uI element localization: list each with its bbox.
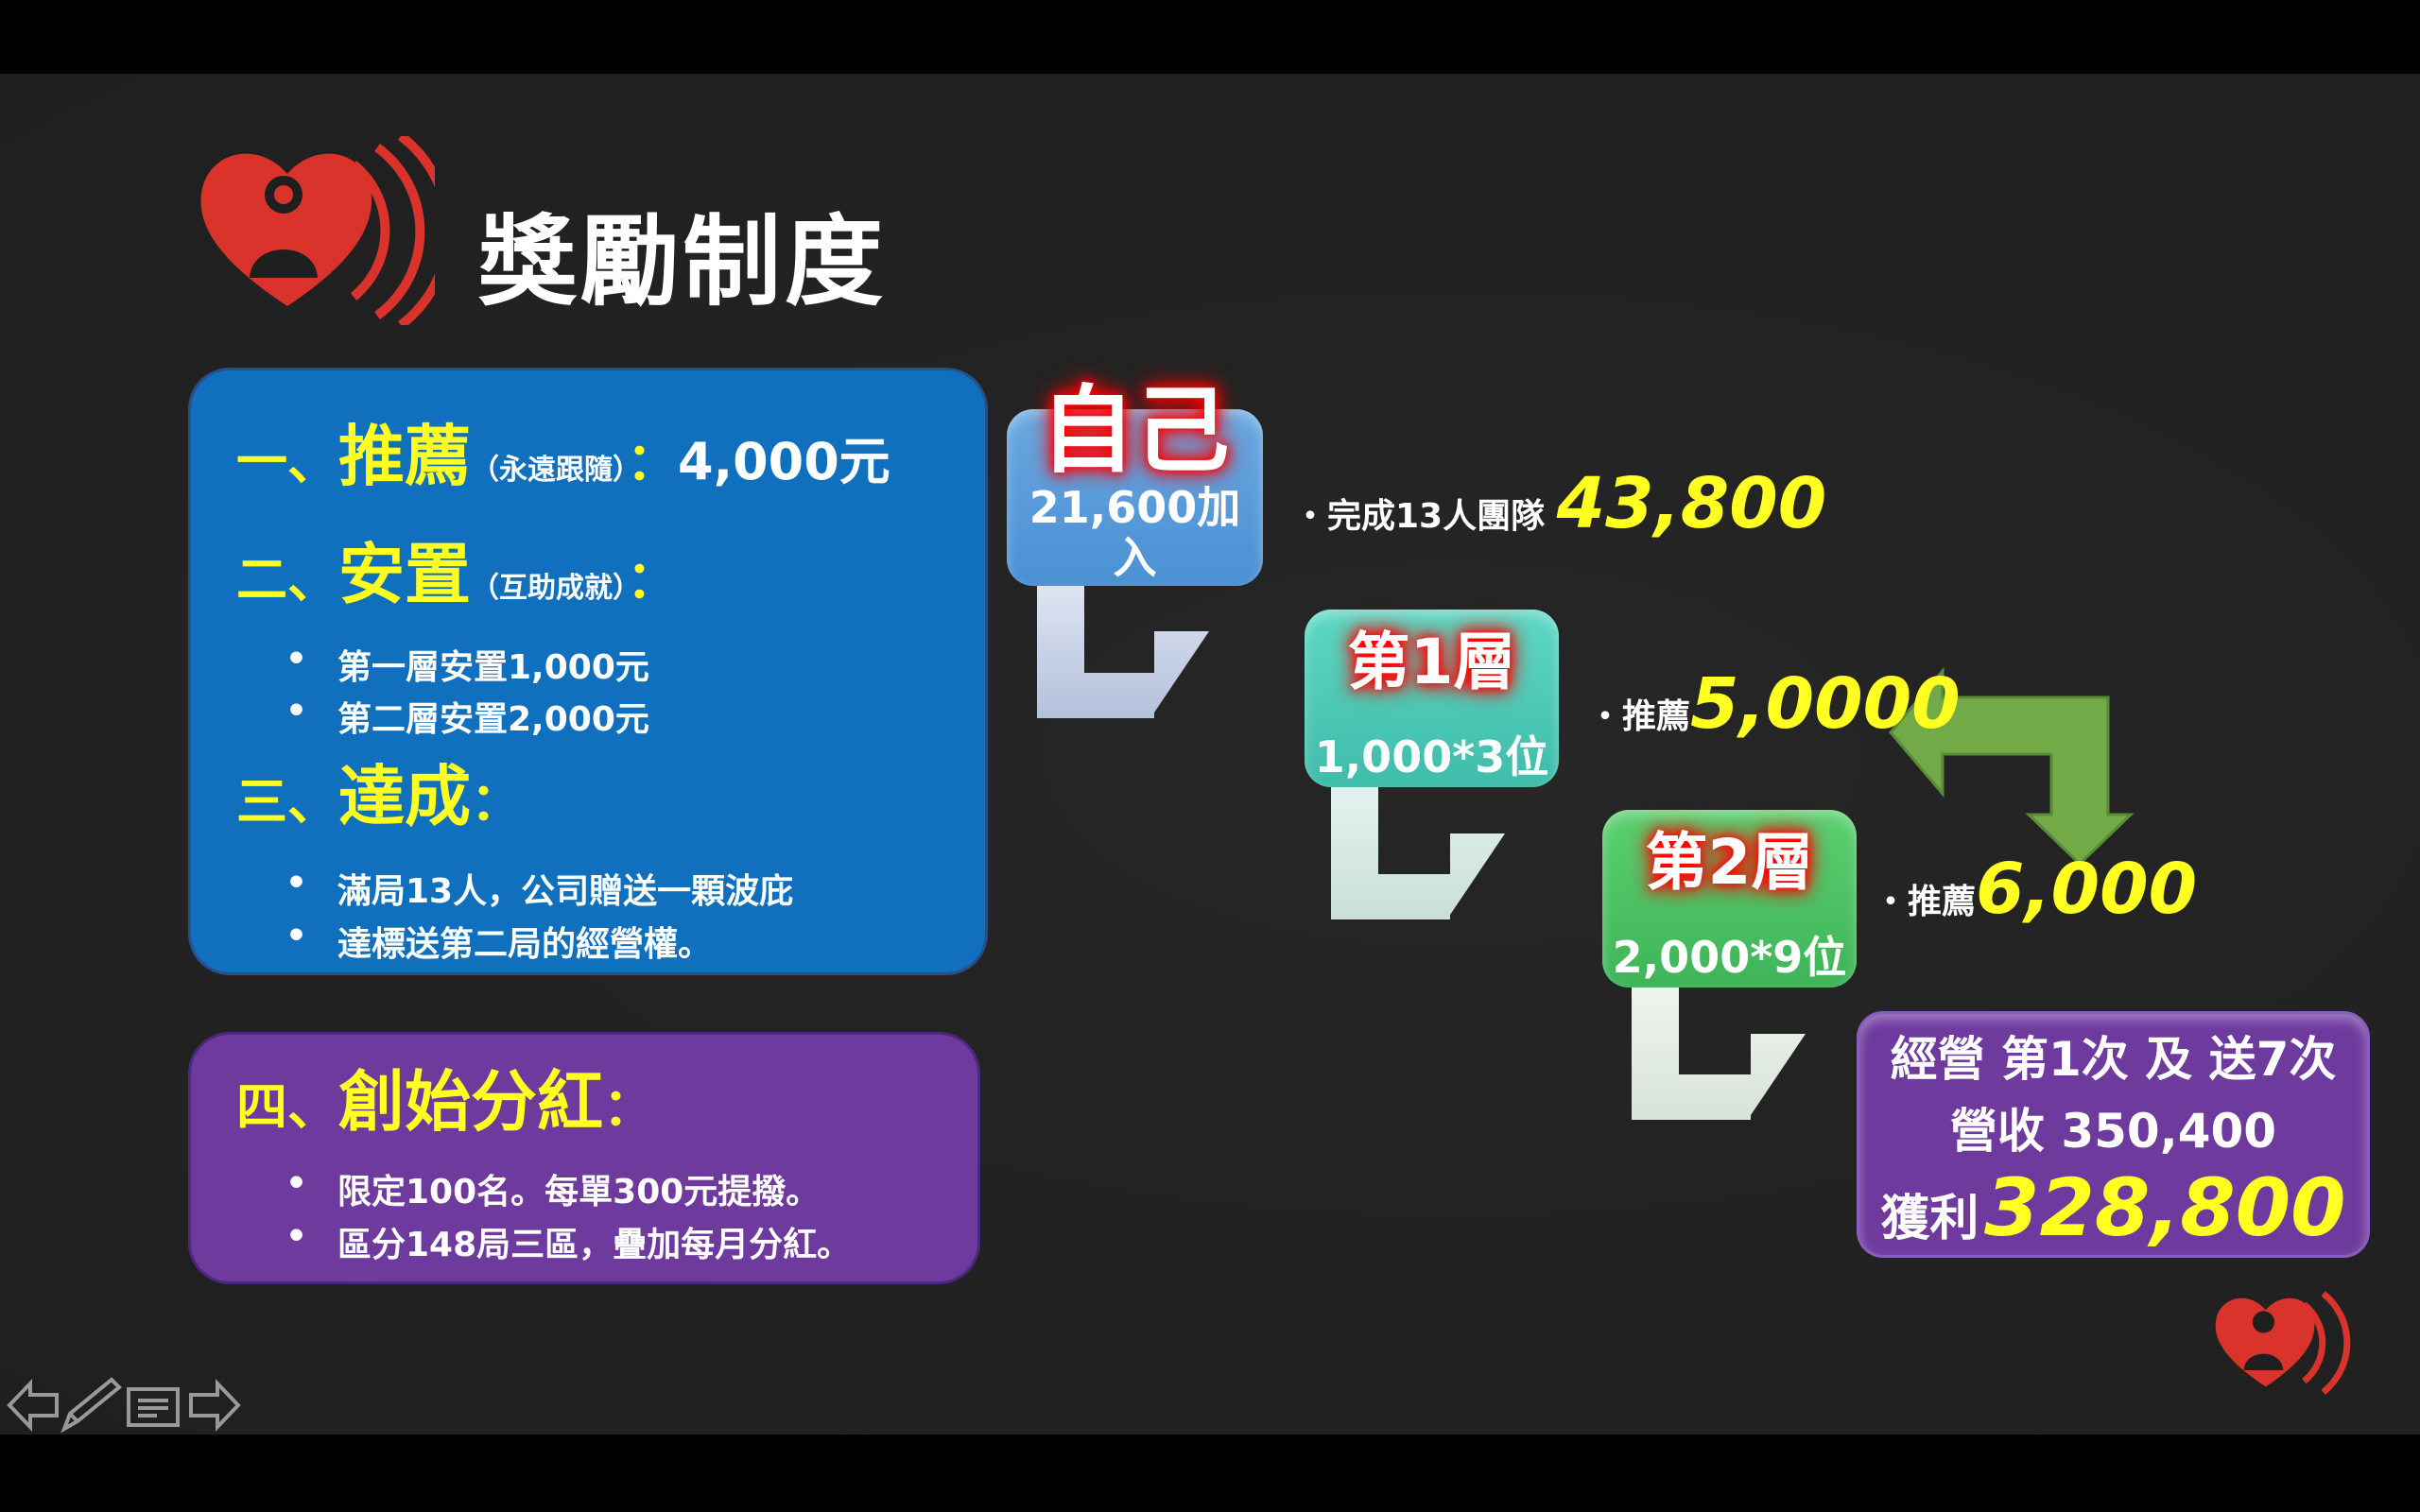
section-note: （互助成就）	[471, 572, 627, 605]
colon: ：	[603, 1077, 654, 1137]
revenue-line: 營收 350,400	[1949, 1104, 2277, 1159]
profit-label: 獲利	[1880, 1191, 1979, 1247]
small-heart-logo-icon	[2215, 1291, 2351, 1395]
down-right-arrow-icon	[1037, 586, 1209, 737]
referral-value: 4,000元	[678, 432, 890, 491]
list-item: 區分148局三區，疊加每月分紅。	[285, 1217, 851, 1266]
section-number: 三、	[236, 772, 338, 832]
section-heading: 達成	[338, 758, 471, 835]
result-node: 經營 第1次 及 送7次 營收 350,400 獲利 328,800	[1857, 1011, 2370, 1258]
previous-arrow-icon[interactable]	[7, 1379, 59, 1432]
section-heading: 推薦	[338, 418, 471, 495]
down-right-arrow-icon	[1632, 988, 1806, 1139]
section-placement: 二、安置（互助成就）：	[236, 522, 678, 617]
result-line: 經營 第1次 及 送7次	[1890, 1032, 2337, 1087]
section-number: 一、	[236, 432, 338, 491]
next-arrow-icon[interactable]	[189, 1379, 241, 1432]
note-value: 43,800	[1556, 463, 1827, 544]
presenter-toolbar	[7, 1377, 241, 1434]
section-note: （永遠跟隨）	[471, 454, 627, 487]
level1-node: 第1層 1,000*3位	[1305, 610, 1559, 787]
section-dividend: 四、創始分紅：	[236, 1049, 654, 1144]
list-item: 第一層安置1,000元	[285, 640, 649, 689]
list-item: 限定100名。每單300元提撥。	[285, 1164, 820, 1213]
section-heading: 安置	[338, 536, 471, 613]
heart-logo-icon	[200, 136, 435, 325]
note-value: 6,000	[1976, 849, 2198, 930]
self-node: 自己 21,600加入	[1007, 379, 1263, 586]
note-label: ・完成13人團隊	[1293, 497, 1546, 536]
colon: ：	[627, 550, 678, 610]
node-subtitle: 21,600加入	[1028, 482, 1241, 583]
slides-menu-icon[interactable]	[127, 1387, 180, 1427]
section-number: 二、	[236, 550, 338, 610]
rewards-panel: 一、推薦（永遠跟隨）：4,000元 二、安置（互助成就）： 第一層安置1,000…	[188, 368, 988, 975]
colon: ：	[471, 772, 522, 832]
node-subtitle: 2,000*9位	[1612, 932, 1847, 983]
note-value: 5,0000	[1690, 663, 1961, 745]
level2-node: 第2層 2,000*9位	[1602, 810, 1857, 988]
level1-note: ・推薦5,0000	[1588, 663, 1961, 745]
section-number: 四、	[236, 1077, 338, 1137]
colon: ：	[627, 432, 678, 491]
loop-arrow-icon	[1889, 666, 2135, 867]
founder-dividend-panel: 四、創始分紅： 限定100名。每單300元提撥。 區分148局三區，疊加每月分紅…	[188, 1032, 980, 1284]
list-item: 達標送第二局的經營權。	[285, 917, 712, 966]
page-title: 獎勵制度	[478, 204, 888, 319]
pen-icon[interactable]	[60, 1377, 122, 1434]
profit-value: 328,800	[1984, 1161, 2346, 1254]
node-title: 第2層	[1645, 826, 1814, 899]
section-heading: 創始分紅	[338, 1063, 603, 1141]
node-title: 第1層	[1347, 626, 1516, 698]
level2-note: ・推薦6,000	[1874, 849, 2197, 930]
section-achievement: 三、達成：	[236, 744, 522, 839]
down-right-arrow-icon	[1331, 787, 1505, 938]
list-item: 滿局13人，公司贈送一顆波庇	[285, 864, 793, 913]
self-note: ・完成13人團隊 43,800	[1293, 463, 1826, 544]
note-label: ・推薦	[1588, 697, 1691, 736]
node-title: 自己	[1040, 375, 1230, 486]
section-referral: 一、推薦（永遠跟隨）：4,000元	[236, 404, 890, 499]
list-item: 第二層安置2,000元	[285, 692, 649, 741]
note-label: ・推薦	[1874, 883, 1977, 921]
node-subtitle: 1,000*3位	[1314, 731, 1549, 782]
